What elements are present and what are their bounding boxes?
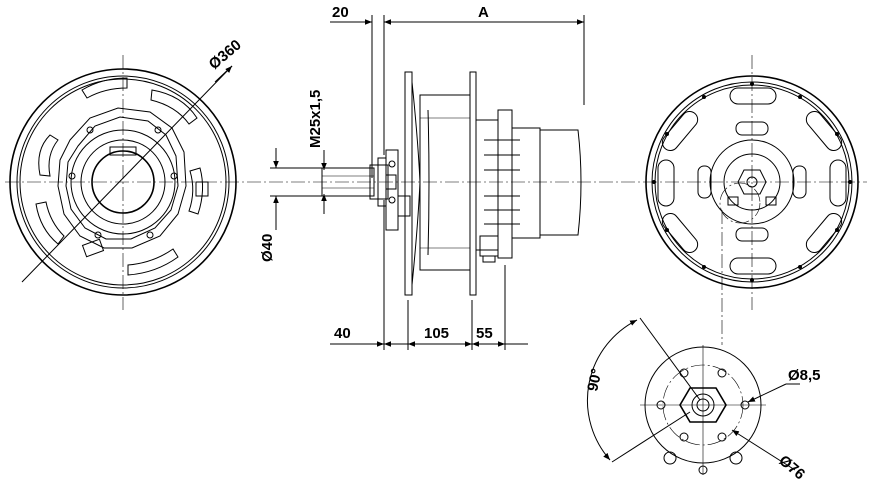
side-view	[321, 71, 582, 296]
front-view	[645, 55, 859, 310]
angle-arc	[586, 319, 638, 461]
dim-boltcircle: Ø76	[775, 452, 808, 483]
dim-hole-leader	[747, 383, 787, 403]
dim-20: 20	[332, 4, 349, 21]
detail-view	[640, 345, 766, 475]
dim-dia360: Ø360	[206, 36, 245, 73]
rear-view	[9, 55, 237, 310]
dim-shaft: Ø40	[259, 234, 276, 262]
dim-bottom-40: 40	[334, 325, 351, 342]
dim-thread: M25x1,5	[307, 90, 324, 148]
dim-bottom-55: 55	[476, 325, 493, 342]
dia360-leader	[21, 65, 233, 283]
dim-a: A	[478, 4, 489, 21]
dim-boltcircle-leader	[731, 429, 796, 471]
dim-bottom-105: 105	[424, 325, 449, 342]
dim-angle: 90°	[584, 367, 605, 393]
dim-hole: Ø8,5	[788, 367, 821, 384]
